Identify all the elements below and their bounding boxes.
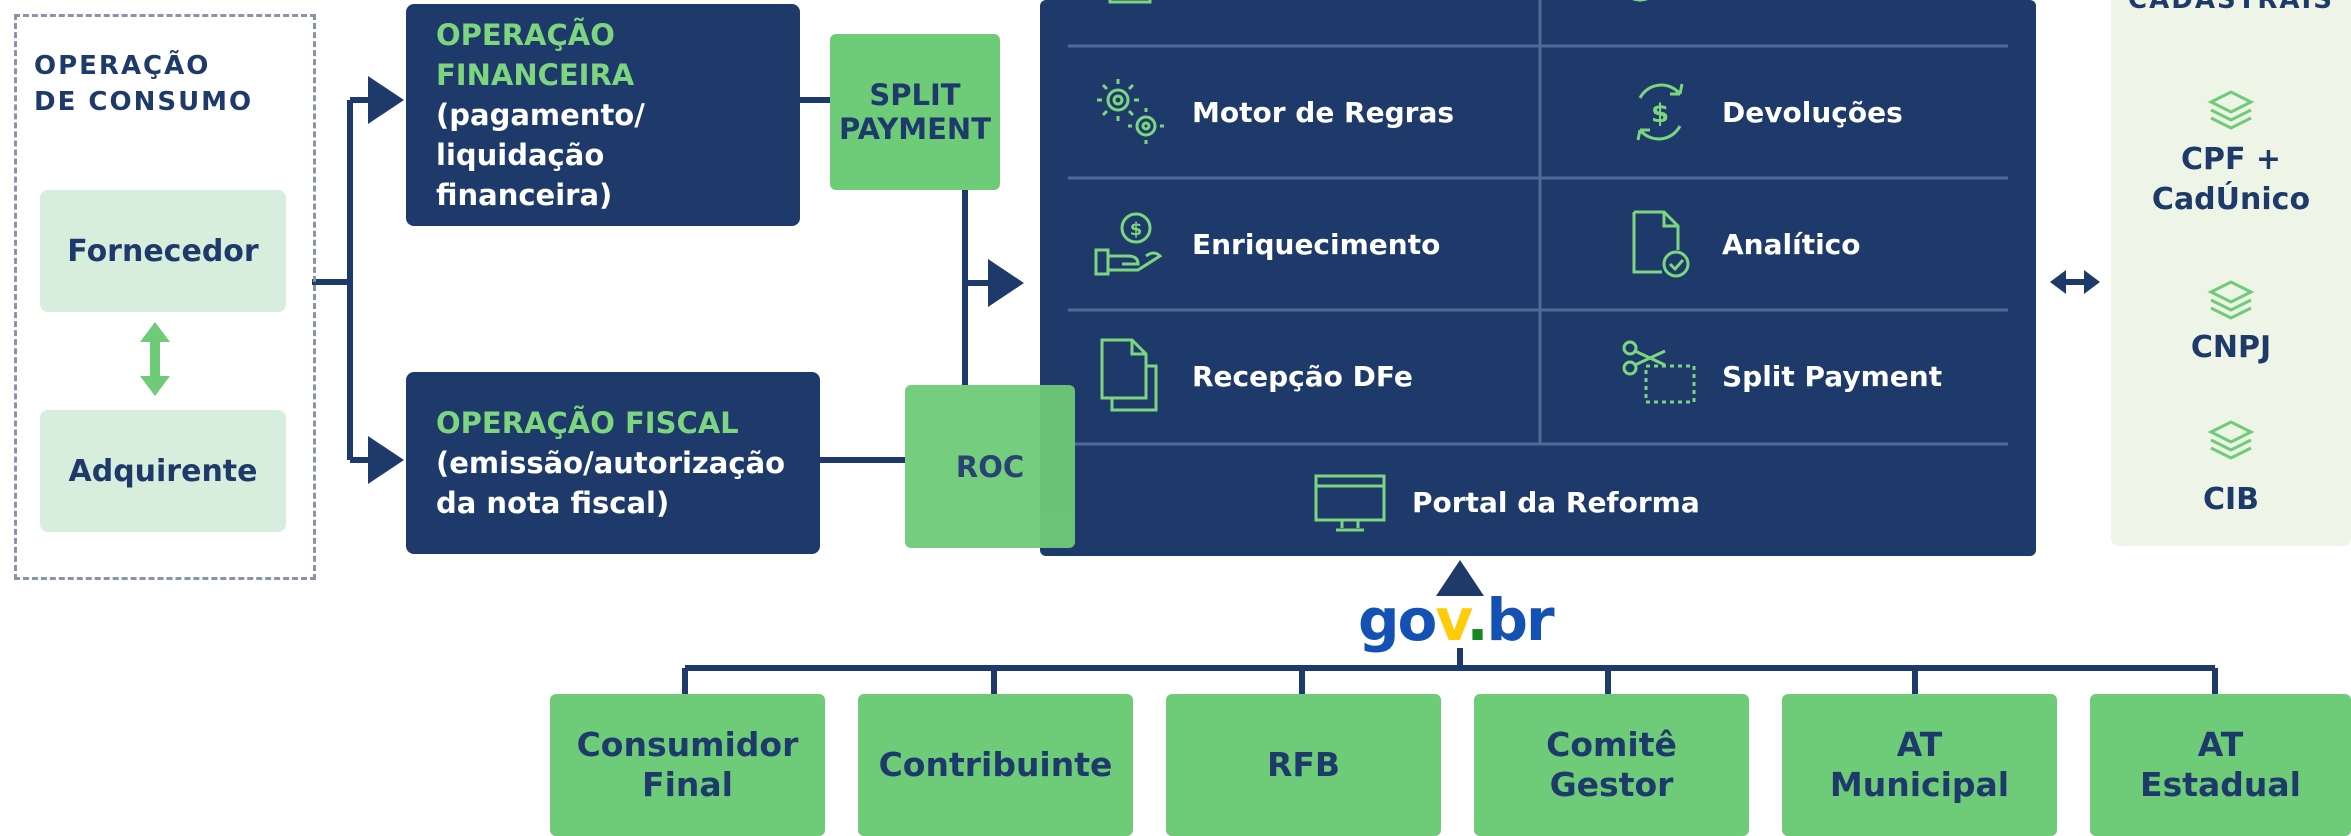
document-check-icon bbox=[1632, 210, 1690, 278]
operacao-financeira-box[interactable]: OPERAÇÃO FINANCEIRA (pagamento/ liquidaç… bbox=[406, 4, 800, 226]
rfb-box[interactable]: RFB bbox=[1166, 694, 1441, 836]
govbr-logo: gov.br bbox=[1358, 586, 1555, 654]
enriquecimento-item[interactable]: $ Enriquecimento bbox=[1090, 204, 1440, 284]
portal-da-reforma-item[interactable]: Portal da Reforma bbox=[1310, 462, 1700, 542]
main-panel-grid bbox=[1068, 0, 2008, 446]
roc-box[interactable]: ROC bbox=[905, 385, 1075, 548]
cnpj-item[interactable]: CNPJ bbox=[2190, 330, 2272, 365]
svg-text:$: $ bbox=[1130, 219, 1143, 240]
svg-text:$: $ bbox=[1651, 99, 1669, 129]
split-payment-box[interactable]: SPLIT PAYMENT bbox=[830, 34, 1000, 190]
consumidor-final-box[interactable]: Consumidor Final bbox=[550, 694, 825, 836]
adquirente-box[interactable]: Adquirente bbox=[40, 410, 286, 532]
green-double-arrow-icon bbox=[140, 322, 170, 396]
scissors-icon bbox=[1622, 340, 1696, 404]
motor-de-regras-item[interactable]: Motor de Regras bbox=[1090, 72, 1454, 152]
cadastrais-content: CADASTRAIS CPF + CadÚnico CNPJ CIB bbox=[2111, 0, 2351, 556]
main-panel bbox=[1040, 0, 2036, 556]
at-municipal-box[interactable]: AT Municipal bbox=[1782, 694, 2057, 836]
database-icon bbox=[2207, 420, 2255, 460]
cib-item[interactable]: CIB bbox=[2202, 482, 2260, 517]
analitico-item[interactable]: Analítico bbox=[1620, 204, 1861, 284]
split-payment-item[interactable]: Split Payment bbox=[1620, 336, 1942, 416]
database-icon bbox=[2207, 280, 2255, 320]
operacao-fiscal-box[interactable]: OPERAÇÃO FISCAL (emissão/autorização da … bbox=[406, 372, 820, 554]
monitor-icon bbox=[1314, 474, 1386, 532]
contribuinte-box[interactable]: Contribuinte bbox=[858, 694, 1133, 836]
database-icon bbox=[2207, 90, 2255, 130]
fornecedor-box[interactable]: Fornecedor bbox=[40, 190, 286, 312]
comite-gestor-box[interactable]: Comitê Gestor bbox=[1474, 694, 1749, 836]
gears-icon bbox=[1097, 79, 1164, 144]
documents-icon bbox=[1100, 338, 1158, 412]
consumo-box bbox=[14, 14, 316, 580]
at-estadual-box[interactable]: AT Estadual bbox=[2090, 694, 2351, 836]
consumo-title: OPERAÇÃO DE CONSUMO bbox=[34, 51, 254, 117]
cadastrais-title: CADASTRAIS bbox=[2128, 0, 2334, 15]
devolucoes-item[interactable]: $ Devoluções bbox=[1620, 72, 1903, 152]
double-arrow-icon bbox=[2050, 270, 2100, 294]
recepcao-dfe-item[interactable]: Recepção DFe bbox=[1090, 336, 1413, 416]
hand-coin-icon: $ bbox=[1094, 212, 1163, 276]
cpf-cadunico-item[interactable]: CPF + CadÚnico bbox=[2151, 142, 2311, 217]
money-return-icon: $ bbox=[1636, 83, 1684, 141]
